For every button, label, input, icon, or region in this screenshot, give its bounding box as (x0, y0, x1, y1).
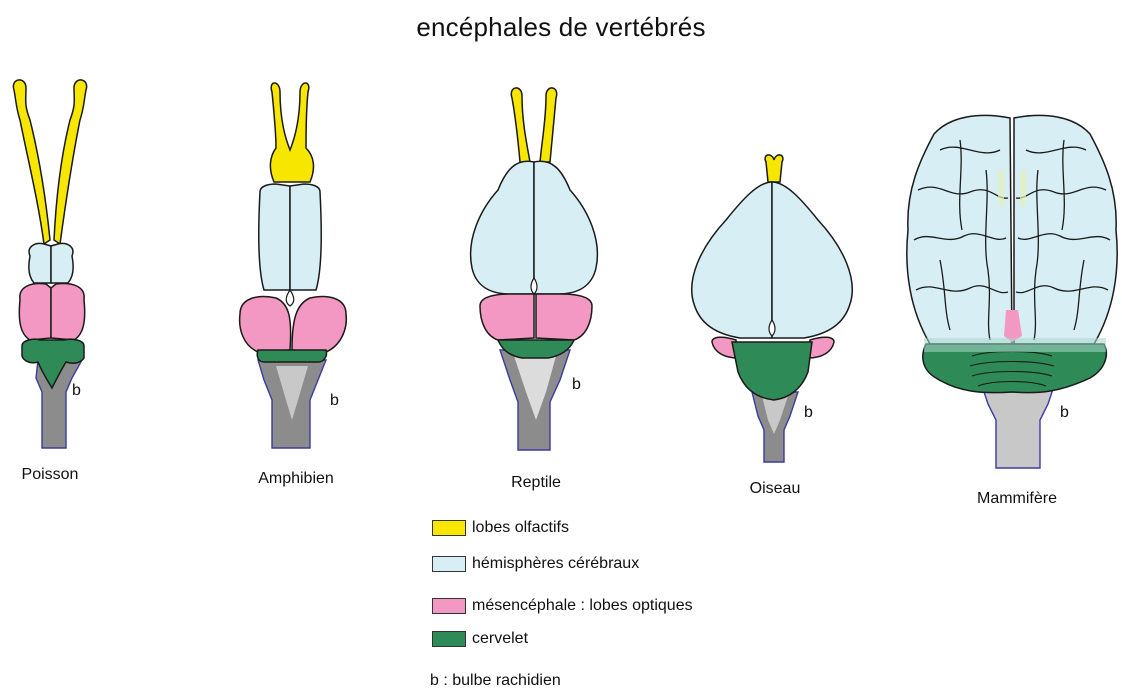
b-label-reptile: b (572, 376, 581, 394)
b-label-oiseau: b (804, 404, 813, 422)
poisson-cerebrum-left (29, 244, 51, 284)
reptile-cerebrum-left (471, 161, 534, 294)
legend-label: mésencéphale : lobes optiques (472, 597, 693, 614)
poisson-optic-left (19, 284, 51, 340)
legend-item-optic: mésencéphale : lobes optiques (432, 597, 693, 615)
b-label-mammifere: b (1060, 404, 1069, 422)
legend-swatch-cerebellum (432, 631, 466, 647)
poisson-olfactory-left (13, 80, 50, 244)
reptile-diencephalon (531, 278, 537, 294)
brain-mammifere (907, 115, 1117, 468)
label-amphibien: Amphibien (226, 470, 366, 488)
reptile-optic-left (480, 294, 534, 340)
amphibien-olfactory (270, 83, 313, 182)
legend-label: hémisphères cérébraux (472, 555, 639, 572)
amphibien-cerebrum-right (290, 184, 321, 290)
amphibien-cerebellum (257, 350, 326, 362)
legend-label: cervelet (472, 630, 528, 647)
poisson-optic-right (51, 284, 85, 340)
mammifere-olfactory-left (998, 170, 1004, 206)
oiseau-diencephalon (769, 320, 775, 336)
label-reptile: Reptile (466, 474, 606, 492)
legend-item-cerebellum: cervelet (432, 630, 528, 648)
oiseau-cerebrum-left (692, 182, 772, 338)
mammifere-cerebrum-left (907, 115, 1012, 344)
legend-swatch-cerebrum (432, 556, 466, 572)
amphibien-diencephalon (286, 290, 294, 306)
label-poisson: Poisson (0, 466, 120, 484)
reptile-olfactory-left (511, 88, 530, 162)
mammifere-overlap (924, 338, 1106, 352)
amphibien-optic-left (240, 297, 291, 352)
reptile-optic-right (536, 294, 592, 340)
b-label-poisson: b (72, 382, 81, 400)
b-label-amphibien: b (330, 392, 339, 410)
poisson-cerebellum (22, 339, 84, 388)
legend-swatch-olfactory (432, 520, 466, 536)
label-oiseau: Oiseau (705, 480, 845, 498)
brain-reptile (471, 88, 598, 450)
footnote: b : bulbe rachidien (430, 672, 561, 690)
mammifere-olfactory-right (1020, 170, 1026, 206)
label-mammifere: Mammifère (947, 490, 1087, 508)
legend-item-cerebrum: hémisphères cérébraux (432, 555, 639, 573)
legend-label: lobes olfactifs (472, 519, 569, 536)
brain-oiseau (692, 155, 852, 462)
oiseau-olfactory (765, 155, 783, 182)
reptile-olfactory-right (540, 88, 557, 162)
legend-swatch-optic (432, 598, 466, 614)
amphibien-cerebrum-left (259, 184, 290, 290)
mammifere-cerebrum-right (1014, 115, 1117, 344)
poisson-cerebrum-right (51, 244, 73, 284)
poisson-olfactory-right (54, 80, 87, 244)
oiseau-cerebellum (732, 342, 812, 400)
oiseau-cerebrum-right (772, 182, 852, 338)
reptile-cerebrum-right (534, 161, 597, 294)
legend-item-olfactory: lobes olfactifs (432, 519, 569, 537)
amphibien-optic-right (292, 297, 346, 352)
